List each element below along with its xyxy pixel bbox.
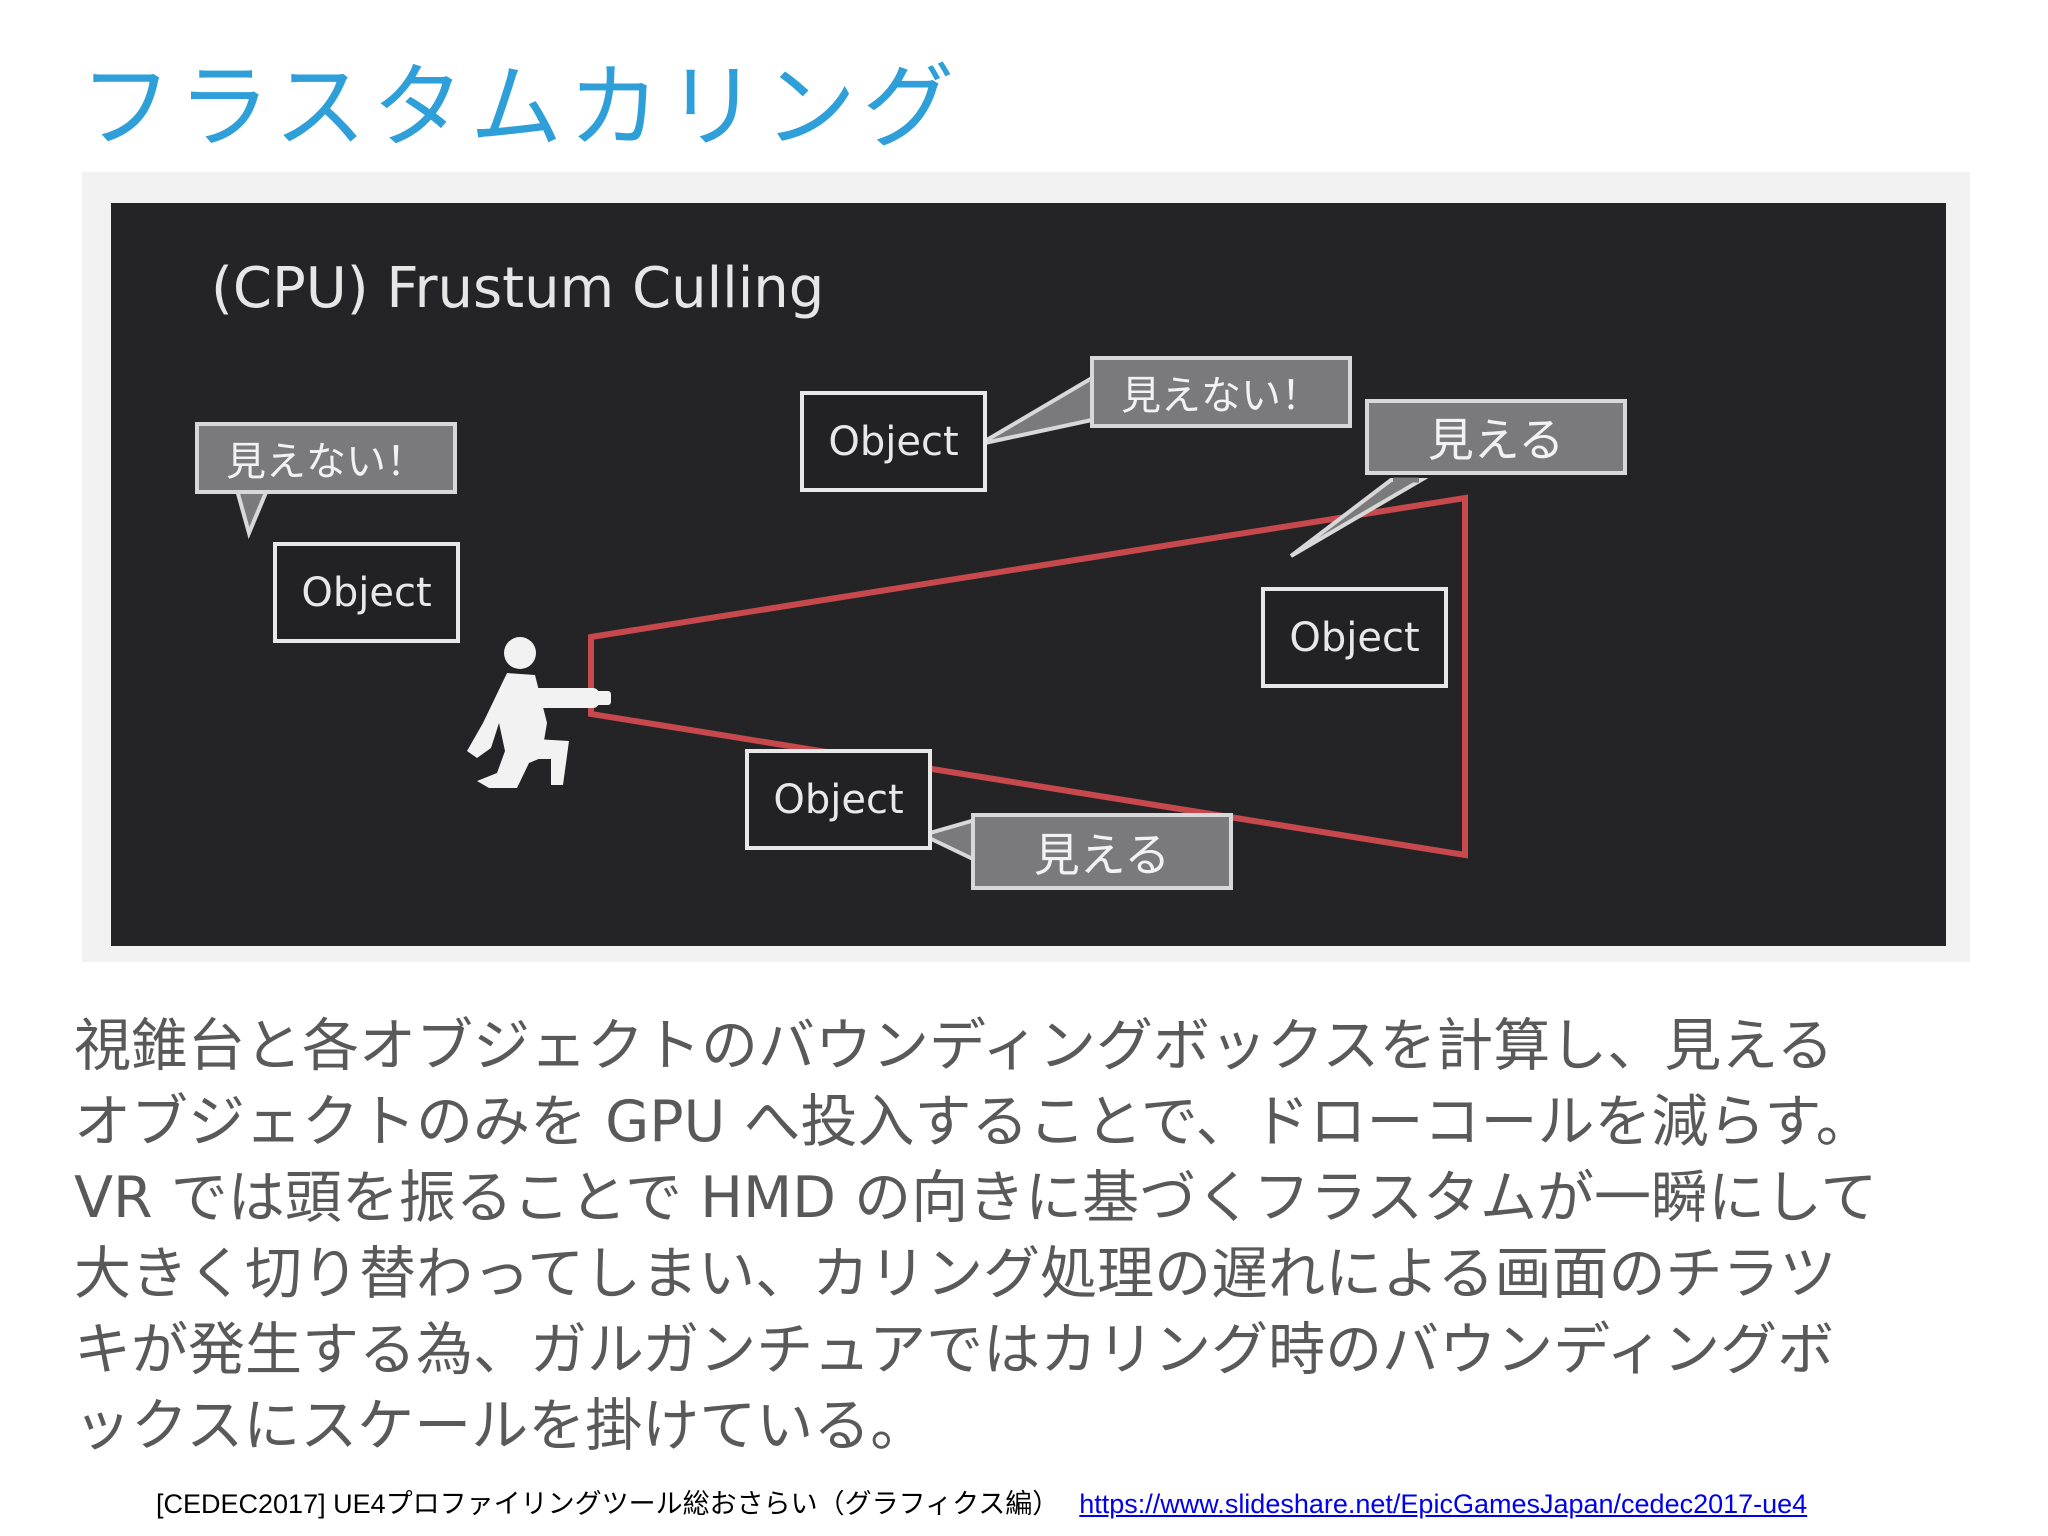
bubble-label: 見える <box>1427 413 1565 467</box>
object-label: Object <box>301 569 432 616</box>
object-box-top: Object <box>800 391 987 492</box>
bubble-label: 見える <box>1033 827 1171 882</box>
diagram-title: (CPU) Frustum Culling <box>211 256 825 321</box>
object-box-left: Object <box>273 542 460 643</box>
body-line: ックスにスケールを掛けている。 <box>74 1393 928 1459</box>
citation: [CEDEC2017] UE4プロファイリングツール総おさらい（グラフィクス編）… <box>156 1482 1807 1521</box>
object-box-bottom: Object <box>745 749 932 850</box>
bubble-pointer-1 <box>234 488 271 540</box>
object-label: Object <box>1289 614 1420 661</box>
slide-title: フラスタムカリング <box>80 54 961 161</box>
citation-link[interactable]: https://www.slideshare.net/EpicGamesJapa… <box>1079 1489 1808 1519</box>
body-line: 大きく切り替わってしまい、カリング処理の遅れによる画面のチラツ <box>74 1241 1837 1307</box>
bubble-invisible-left: 見えない！ <box>195 422 457 494</box>
bubble-label: 見えない！ <box>1121 373 1321 419</box>
object-box-right: Object <box>1261 587 1448 688</box>
camera-operator-icon <box>467 637 611 788</box>
bubble-pointer-3 <box>1289 478 1429 558</box>
body-line: 視錐台と各オブジェクトのバウンディングボックスを計算し、見える <box>74 1013 1834 1079</box>
object-label: Object <box>773 776 904 823</box>
citation-text: [CEDEC2017] UE4プロファイリングツール総おさらい（グラフィクス編） <box>156 1489 1060 1519</box>
bubble-label: 見えない！ <box>226 439 426 485</box>
body-line: オブジェクトのみを GPU へ投入することで、ドローコールを減らす。 <box>74 1089 1873 1155</box>
object-label: Object <box>828 418 959 465</box>
body-text: 視錐台と各オブジェクトのバウンディングボックスを計算し、見える オブジェクトのみ… <box>74 1008 1994 1464</box>
bubble-visible-bottom: 見える <box>971 813 1233 890</box>
body-line: キが発生する為、ガルガンチュアではカリング時のバウンディングボ <box>74 1317 1835 1383</box>
bubble-pointer-2 <box>978 374 1094 446</box>
frustum-culling-diagram: (CPU) Frustum Culling 見えない！ 見えない！ 見える 見え… <box>111 203 1946 946</box>
bubble-invisible-top: 見えない！ <box>1090 356 1352 428</box>
bubble-visible-right: 見える <box>1365 399 1627 475</box>
body-line: VR では頭を振ることで HMD の向きに基づくフラスタムが一瞬にして <box>74 1165 1878 1231</box>
